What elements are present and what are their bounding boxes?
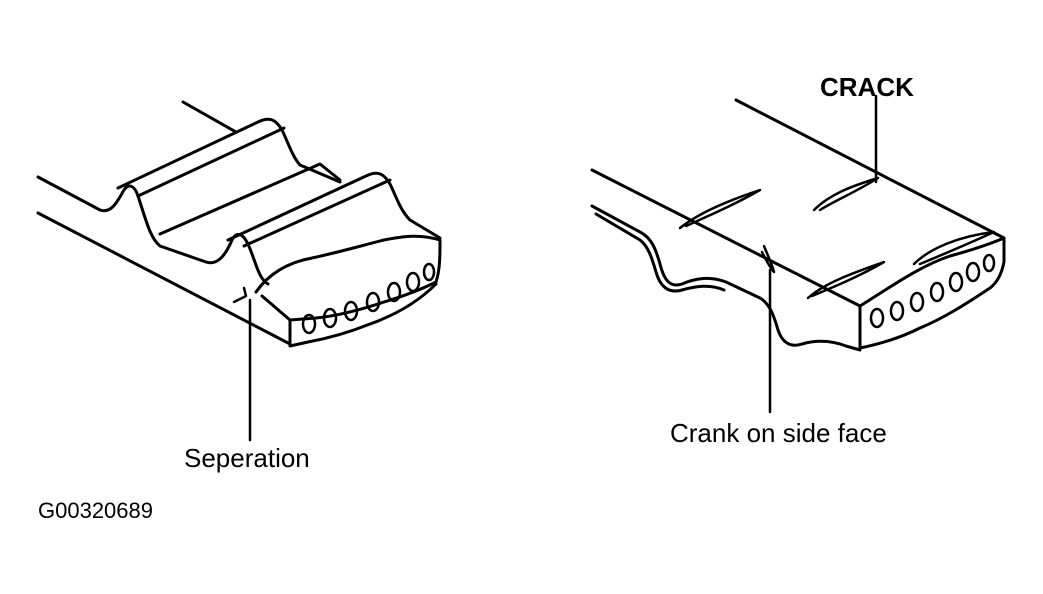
left-belt-rib-1-top	[116, 117, 302, 190]
left-belt-rib-2-top	[226, 171, 412, 242]
left-belt-back-edge	[181, 100, 238, 134]
right-ribbed-belt	[590, 98, 1006, 352]
left-belt-rib-1-front	[136, 126, 286, 198]
right-belt-back-edge	[734, 98, 1006, 240]
right-belt-rib-profile	[590, 204, 862, 352]
left-belt-valley	[158, 162, 342, 236]
right-belt-rib-profile-inner	[594, 212, 726, 293]
right-belt-side-crack	[760, 244, 776, 274]
left-belt-separation-mark	[232, 286, 248, 304]
left-belt-cords	[301, 262, 436, 335]
crack-label: CRACK	[820, 72, 914, 102]
left-belt-end-top	[260, 294, 292, 322]
side-face-crack-label: Crank on side face	[670, 418, 887, 448]
left-belt-far-edge	[408, 218, 442, 240]
left-belt-end-face	[254, 234, 442, 348]
separation-label: Seperation	[184, 443, 310, 473]
figure-code: G00320689	[38, 498, 153, 523]
left-ribbed-belt	[36, 100, 442, 348]
left-belt-valley-2	[298, 163, 342, 184]
right-belt-surface-cracks	[678, 176, 996, 300]
left-belt-rib-2-front	[242, 178, 392, 248]
right-belt-end-face	[858, 236, 1006, 350]
right-belt-cords	[869, 253, 996, 329]
left-belt-lower-edge	[36, 211, 292, 346]
right-belt-top-left-edge	[590, 168, 862, 308]
